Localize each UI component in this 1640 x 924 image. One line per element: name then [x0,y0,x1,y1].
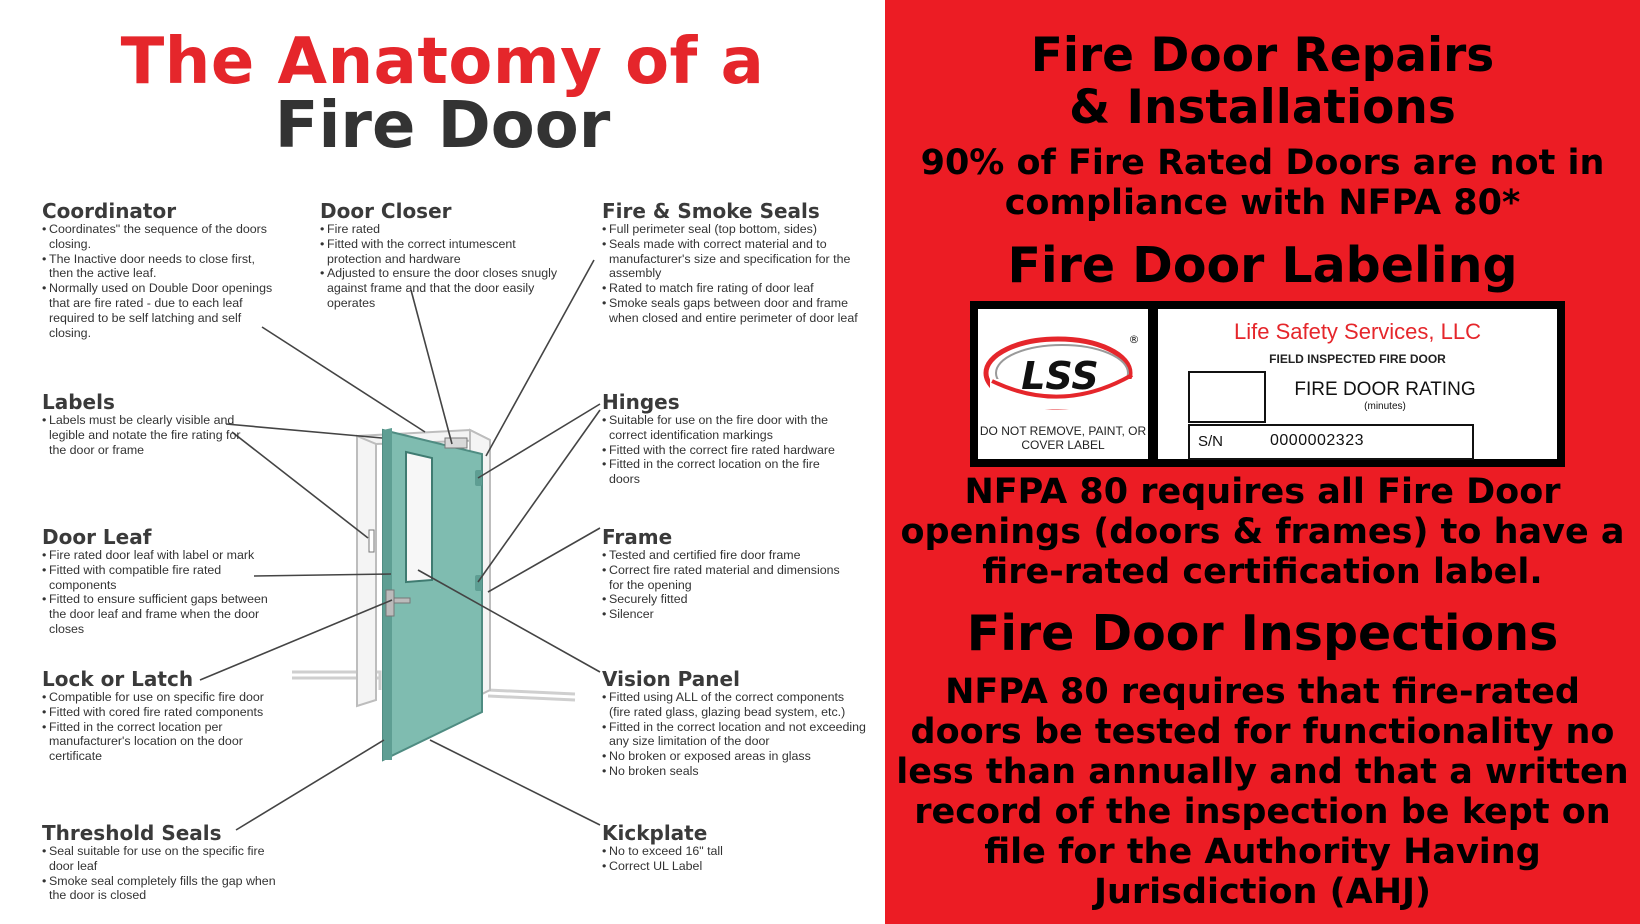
section-title: Kickplate [602,821,708,845]
labeling-heading: Fire Door Labeling [1007,237,1518,294]
bullet: Fitted with cored fire rated components [42,705,292,720]
bullet: Fire rated [320,222,565,237]
section-coordinator: Coordinator Coordinates" the sequence of… [42,200,282,340]
label-inspected-text: FIELD INSPECTED FIRE DOOR [1269,352,1446,366]
inspections-text-line3: less than annually and that a written [896,752,1629,792]
label-rating-subtitle: (minutes) [1364,401,1406,412]
bullet: Securely fitted [602,592,847,607]
section-kickplate: Kickplate No to exceed 16" tall Correct … [602,822,847,874]
section-title: Threshold Seals [42,821,222,845]
section-title: Lock or Latch [42,667,194,691]
inspections-text-line2: doors be tested for functionality no [910,712,1615,752]
nfpa-label-text-line1: NFPA 80 requires all Fire Door [964,472,1561,512]
compliance-text-line1: 90% of Fire Rated Doors are not in [920,143,1605,183]
section-vision-panel: Vision Panel Fitted using ALL of the cor… [602,668,867,779]
nfpa-label-text-line3: fire-rated certification label. [982,552,1543,592]
bullet: Smoke seals gaps between door and frame … [602,296,862,326]
anatomy-title-line1: The Anatomy of a [120,25,765,99]
label-rating-title: FIRE DOOR RATING [1294,379,1476,400]
section-lock-latch: Lock or Latch Compatible for use on spec… [42,668,292,764]
fire-door-label: LSS ® DO NOT REMOVE, PAINT, OR COVER LAB… [970,301,1565,467]
section-title: Door Leaf [42,525,152,549]
registered-mark: ® [1129,333,1140,346]
bullet: No broken or exposed areas in glass [602,749,867,764]
bullet: The Inactive door needs to close first, … [42,252,282,282]
bullet: Tested and certified fire door frame [602,548,847,563]
label-warning-text: DO NOT REMOVE, PAINT, OR COVER LABEL [979,424,1147,452]
repairs-heading-line2: & Installations [1069,80,1456,135]
section-title: Door Closer [320,199,452,223]
lss-logo-text: LSS [1021,354,1099,398]
bullet: Full perimeter seal (top bottom, sides) [602,222,862,237]
nfpa-label-text-line2: openings (doors & frames) to have a [900,512,1625,552]
repairs-heading-line1: Fire Door Repairs [1030,28,1495,83]
bullet: Fitted in the correct location per manuf… [42,720,292,764]
callout-lines [199,259,601,831]
bullet: Labels must be clearly visible and legib… [42,413,242,457]
bullet: Fitted with compatible fire rated compon… [42,563,287,593]
inspections-text-line1: NFPA 80 requires that fire-rated [945,672,1580,712]
section-title: Fire & Smoke Seals [602,199,820,223]
section-title: Frame [602,525,673,549]
label-info-area: Life Safety Services, LLC FIELD INSPECTE… [1158,309,1557,460]
bullet: Smoke seal completely fills the gap when… [42,874,287,904]
bullet: Fitted in the correct location on the fi… [602,457,847,487]
anatomy-panel: The Anatomy of a Fire Door [0,0,885,924]
section-threshold-seals: Threshold Seals Seal suitable for use on… [42,822,287,903]
bullet: Fitted to ensure sufficient gaps between… [42,592,287,636]
section-frame: Frame Tested and certified fire door fra… [602,526,847,622]
section-hinges: Hinges Suitable for use on the fire door… [602,391,847,487]
section-door-leaf: Door Leaf Fire rated door leaf with labe… [42,526,287,637]
section-door-closer: Door Closer Fire rated Fitted with the c… [320,200,565,311]
compliance-text-line2: compliance with NFPA 80* [1004,183,1521,223]
frame-label-mark [368,529,375,553]
bullet: No broken seals [602,764,867,779]
bullet: Adjusted to ensure the door closes snugl… [320,266,565,310]
inspections-heading: Fire Door Inspections [966,605,1559,662]
section-title: Vision Panel [602,667,740,691]
bullet: Silencer [602,607,847,622]
bullet: Correct UL Label [602,859,847,874]
label-logo-area: LSS ® DO NOT REMOVE, PAINT, OR COVER LAB… [978,309,1148,459]
label-serial-caption: S/N [1198,433,1224,450]
bullet: Compatible for use on specific fire door [42,690,292,705]
vision-panel-glass [405,450,433,584]
bullet: Rated to match fire rating of door leaf [602,281,862,296]
bullet: Fitted with the correct intumescent prot… [320,237,565,267]
section-title: Labels [42,390,115,414]
bullet: Fitted with the correct fire rated hardw… [602,443,847,458]
label-serial-box: S/N 0000002323 [1188,424,1474,460]
lss-logo-icon: LSS ® [983,333,1140,410]
fire-door-illustration [199,259,601,831]
inspections-text-line6: Jurisdiction (AHJ) [1093,872,1432,912]
inspections-text-line5: file for the Authority Having [984,832,1541,872]
bullet: Seal suitable for use on the specific fi… [42,844,287,874]
anatomy-title-line2: Fire Door [274,89,611,163]
section-labels: Labels Labels must be clearly visible an… [42,391,242,457]
section-fire-smoke-seals: Fire & Smoke Seals Full perimeter seal (… [602,200,862,326]
label-rating-box [1188,371,1266,423]
bullet: Suitable for use on the fire door with t… [602,413,847,443]
label-serial-number: 0000002323 [1270,432,1364,449]
bullet: Fitted using ALL of the correct componen… [602,690,867,720]
door-closer-body [444,437,468,449]
section-title: Coordinator [42,199,177,223]
bullet: Coordinates" the sequence of the doors c… [42,222,282,252]
services-panel: Fire Door Repairs & Installations 90% of… [885,0,1640,924]
section-title: Hinges [602,390,680,414]
bullet: Seals made with correct material and to … [602,237,862,281]
inspections-text-line4: record of the inspection be kept on [914,792,1611,832]
bullet: No to exceed 16" tall [602,844,847,859]
bullet: Normally used on Double Door openings th… [42,281,282,340]
label-company-name: Life Safety Services, LLC [1233,319,1481,344]
bullet: Correct fire rated material and dimensio… [602,563,847,593]
bullet: Fitted in the correct location and not e… [602,720,867,750]
bullet: Fire rated door leaf with label or mark [42,548,287,563]
